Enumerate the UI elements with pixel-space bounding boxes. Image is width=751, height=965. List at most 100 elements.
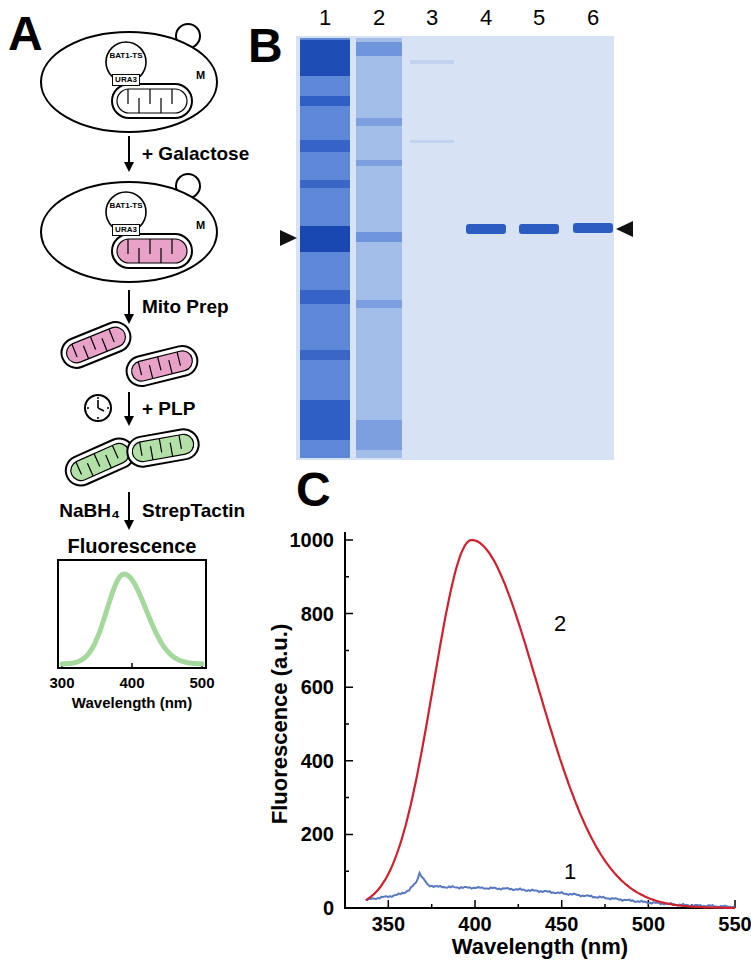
tick-label: 450 [545, 914, 578, 934]
step-arrows [128, 492, 130, 528]
sds-gel [356, 160, 402, 166]
step-arrows [128, 290, 130, 322]
mitochondrion [117, 239, 187, 263]
organelle-label: M [196, 70, 205, 81]
sds-gel [356, 42, 402, 56]
curve-label: 1 [564, 861, 576, 883]
cristae [128, 239, 172, 263]
tick-label: 400 [119, 675, 144, 690]
sds-gel [300, 350, 350, 360]
sds-gel [300, 400, 350, 440]
clock-icon [85, 395, 111, 421]
axis-title: Wavelength (nm) [72, 695, 192, 710]
step-arrows [128, 392, 130, 424]
marker-label: URA3 [112, 74, 140, 86]
panel-letter: B [248, 22, 283, 70]
plasmid: BAT1-TS URA3 [96, 190, 156, 234]
spectrum-inset [58, 560, 206, 668]
sds-gel [300, 40, 350, 76]
tick-label: 300 [49, 675, 74, 690]
isolated-mitochondria [123, 343, 200, 390]
lane-number: 1 [319, 7, 331, 29]
plasmid: BAT1-TS URA3 [96, 40, 156, 84]
gene-label: BAT1-TS [109, 202, 142, 210]
sds-gel [280, 36, 633, 460]
labelled-mitochondria [61, 434, 139, 491]
isolated-mitochondria [57, 318, 135, 373]
organelle-label: M [196, 220, 205, 231]
axis-title: Wavelength (nm) [452, 936, 628, 958]
tick-label: 800 [301, 604, 334, 624]
sds-gel [300, 180, 350, 188]
sds-gel [300, 96, 350, 106]
spectrum-inset [62, 574, 202, 664]
yeast-cell [41, 182, 217, 282]
sds-gel [410, 140, 454, 143]
lane-number: 3 [426, 7, 438, 29]
clock-icon [98, 400, 104, 411]
step-label: StrepTactin [142, 501, 245, 520]
panel-letter: C [296, 466, 331, 514]
clock-icon [85, 395, 111, 421]
labelled-mitochondria [61, 427, 201, 490]
panel-letter: A [8, 10, 43, 58]
sds-gel [296, 36, 614, 460]
sds-gel [356, 420, 402, 450]
tick-label: 550 [718, 914, 751, 934]
step-arrow [128, 136, 130, 170]
sds-gel [466, 224, 506, 234]
sds-gel [410, 60, 454, 64]
step-arrows [129, 290, 130, 528]
step-label: + Galactose [142, 144, 249, 163]
tick-label: 1000 [290, 530, 335, 550]
sds-gel [356, 118, 402, 126]
axis-title: Fluorescence (a.u.) [269, 624, 291, 825]
tick-label: 200 [301, 824, 334, 844]
spectrum-inset [58, 560, 206, 668]
labelled-mitochondria [125, 427, 201, 469]
sds-gel [300, 226, 350, 252]
sds-gel [300, 38, 350, 458]
isolated-mitochondria [57, 318, 201, 390]
yeast-cell [41, 32, 217, 132]
sds-gel [356, 300, 402, 308]
sds-gel [300, 290, 350, 304]
step-label: NaBH₄ [59, 501, 120, 520]
sds-gel [300, 140, 350, 152]
plot-axes [345, 532, 735, 908]
spectrum-line [366, 540, 735, 908]
mitochondrion [112, 234, 192, 268]
gene-label: BAT1-TS [109, 52, 142, 60]
mitochondrion [117, 89, 187, 113]
clock-icon [87, 397, 109, 419]
lane-number: 4 [480, 7, 492, 29]
sds-gel [519, 224, 559, 234]
tick-label: 500 [632, 914, 665, 934]
tick-label: 500 [189, 675, 214, 690]
tick-label: 600 [301, 677, 334, 697]
tick-label: 0 [323, 898, 334, 918]
curve-label: 2 [554, 613, 566, 635]
plot-axes [345, 540, 735, 908]
yeast-cell: M BAT1-TS URA3 [38, 22, 220, 134]
tick-label: 400 [301, 751, 334, 771]
inset-title: Fluorescence [68, 536, 197, 556]
marker-label: URA3 [112, 224, 140, 236]
spectrum-inset [62, 663, 202, 668]
sds-gel [356, 38, 402, 458]
spectrum-line [366, 873, 735, 908]
tick-label: 350 [372, 914, 405, 934]
step-label: Mito Prep [142, 297, 229, 316]
sds-gel [280, 230, 297, 246]
tick-label: 400 [458, 914, 491, 934]
yeast-cell: M BAT1-TS URA3 [38, 172, 220, 284]
cristae [128, 89, 172, 113]
lane-number: 2 [373, 7, 385, 29]
mitochondrion [112, 84, 192, 118]
sds-gel [356, 232, 402, 242]
plot-axes [345, 532, 735, 908]
lane-number: 6 [587, 7, 599, 29]
